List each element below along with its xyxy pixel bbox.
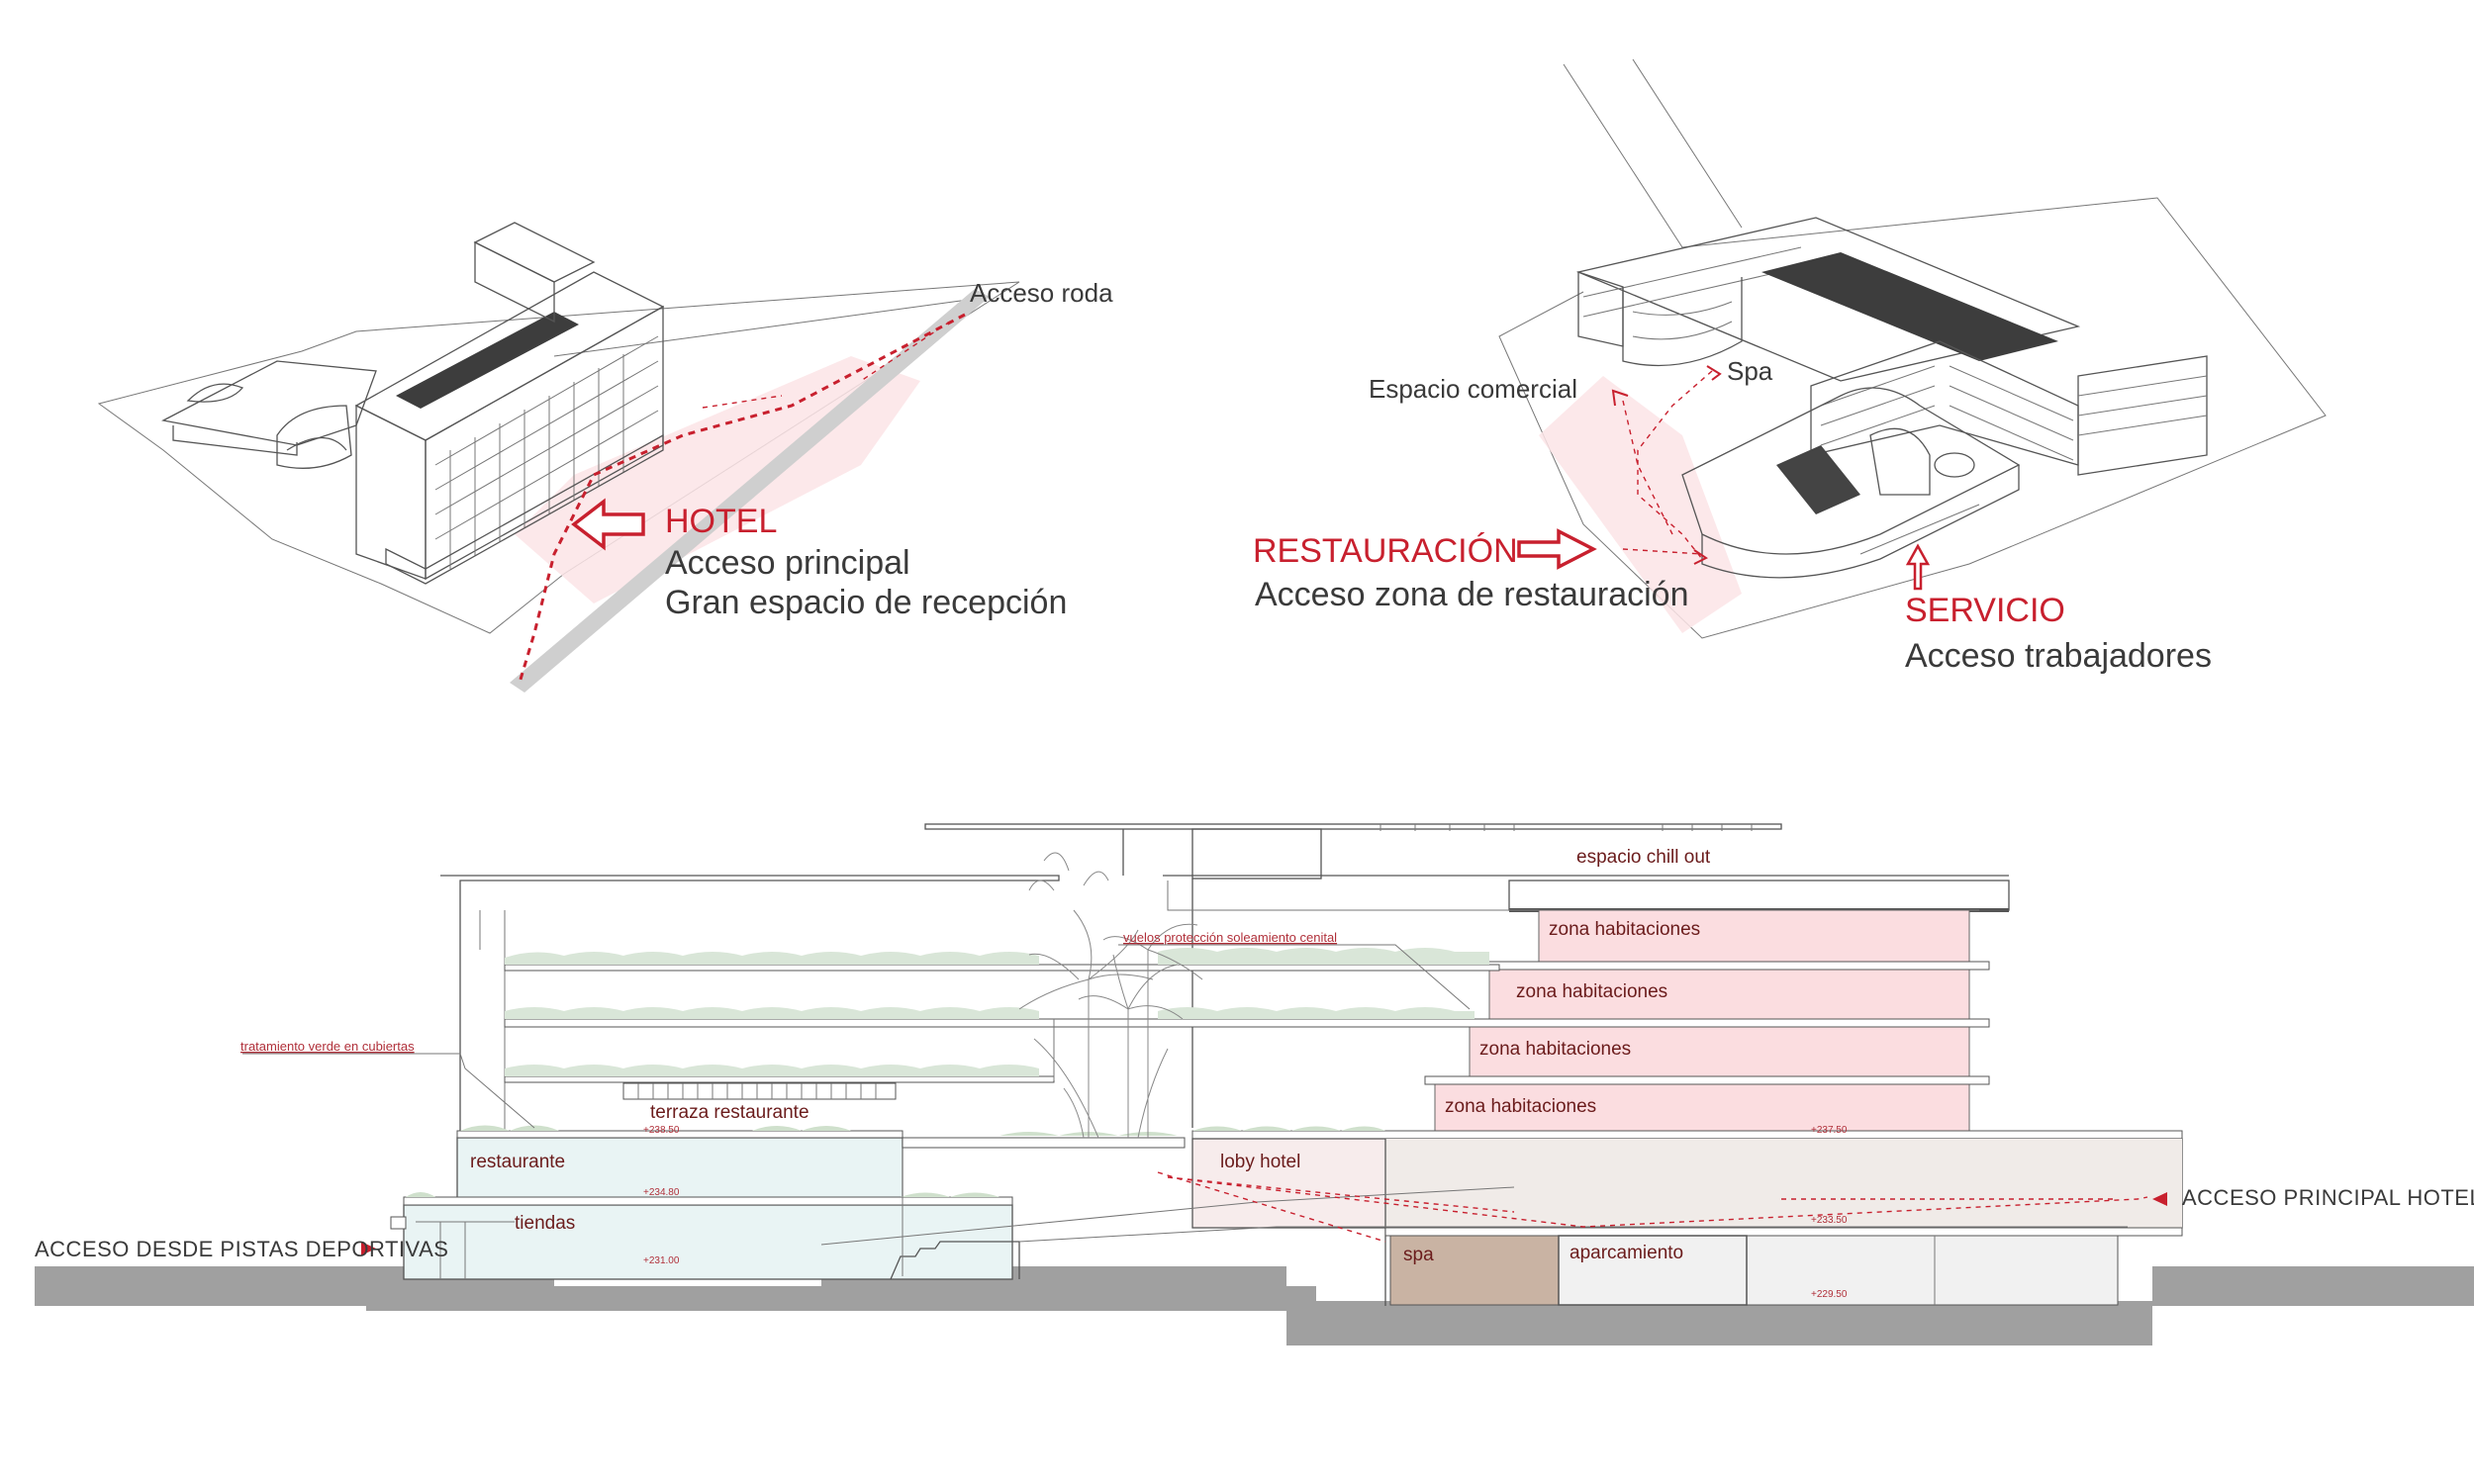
hotel-access-line2: Gran espacio de recepción — [665, 584, 1067, 621]
hotel-lobby-label: loby hotel — [1220, 1152, 1300, 1172]
level-mark: +233.50 — [1811, 1215, 1848, 1226]
green-roof-note: tratamiento verde en cubiertas — [240, 1039, 415, 1054]
level-mark: +234.80 — [643, 1187, 680, 1198]
spa-label: Spa — [1727, 356, 1773, 386]
rooms-zone-label-3: zona habitaciones — [1479, 1039, 1631, 1060]
left-axonometric-drawing — [97, 222, 1020, 693]
level-mark: +238.50 — [643, 1125, 680, 1136]
sports-courts-access-label: ACCESO DESDE PISTAS DEPORTIVAS — [35, 1237, 448, 1261]
service-access-text: Acceso trabajadores — [1905, 637, 2212, 675]
hotel-access-line1: Acceso principal — [665, 544, 910, 582]
level-mark: +231.00 — [643, 1255, 680, 1266]
sun-protection-note: vuelos protección soleamiento cenital — [1123, 930, 1337, 945]
rooms-zone-label-4: zona habitaciones — [1445, 1096, 1596, 1117]
chill-out-label: espacio chill out — [1576, 847, 1711, 868]
building-section-drawing — [35, 823, 2474, 1345]
level-mark: +237.50 — [1811, 1125, 1848, 1136]
spa-room-label: spa — [1403, 1245, 1434, 1265]
hotel-title: HOTEL — [665, 503, 777, 540]
shops-label: tiendas — [515, 1213, 575, 1234]
right-axonometric-drawing — [1498, 58, 2327, 639]
rooms-zone-label-2: zona habitaciones — [1516, 981, 1667, 1002]
restaurant-access-text: Acceso zona de restauración — [1255, 576, 1688, 613]
rooms-zone-label-1: zona habitaciones — [1549, 919, 1700, 940]
restaurant-title: RESTAURACIÓN — [1253, 532, 1518, 570]
main-hotel-access-label: ACCESO PRINCIPAL HOTEL — [2182, 1185, 2474, 1210]
level-mark: +229.50 — [1811, 1289, 1848, 1300]
service-title: SERVICIO — [1905, 592, 2065, 629]
restaurant-label: restaurante — [470, 1152, 565, 1172]
road-access-label: Acceso roda — [970, 278, 1113, 308]
restaurant-terrace-label: terraza restaurante — [650, 1102, 809, 1123]
parking-label: aparcamiento — [1570, 1243, 1683, 1263]
commercial-space-label: Espacio comercial — [1369, 374, 1577, 404]
